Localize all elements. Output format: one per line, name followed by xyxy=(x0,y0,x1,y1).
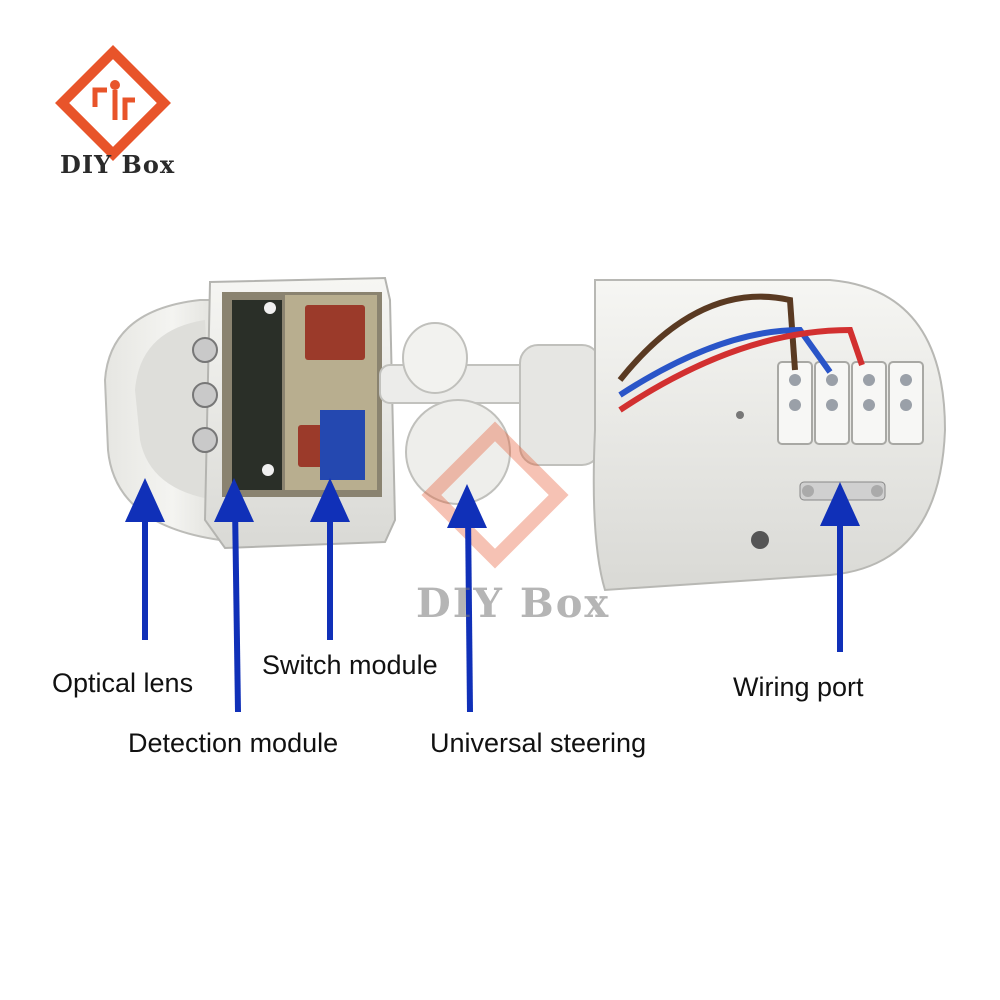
wiring-base xyxy=(592,279,947,592)
brand-logo-text: DIY Box xyxy=(60,150,176,179)
label-detection-module: Detection module xyxy=(128,728,339,758)
sensor-housing xyxy=(192,276,397,550)
watermark-text: DIY Box xyxy=(416,580,611,627)
arrows xyxy=(125,478,860,713)
label-optical-lens: Optical lens xyxy=(52,668,194,698)
label-wiring-port: Wiring port xyxy=(733,672,864,702)
brand-logo xyxy=(55,45,171,161)
steering-joint xyxy=(379,322,601,505)
label-switch-module: Switch module xyxy=(262,650,438,680)
label-universal-steering: Universal steering xyxy=(430,728,647,758)
